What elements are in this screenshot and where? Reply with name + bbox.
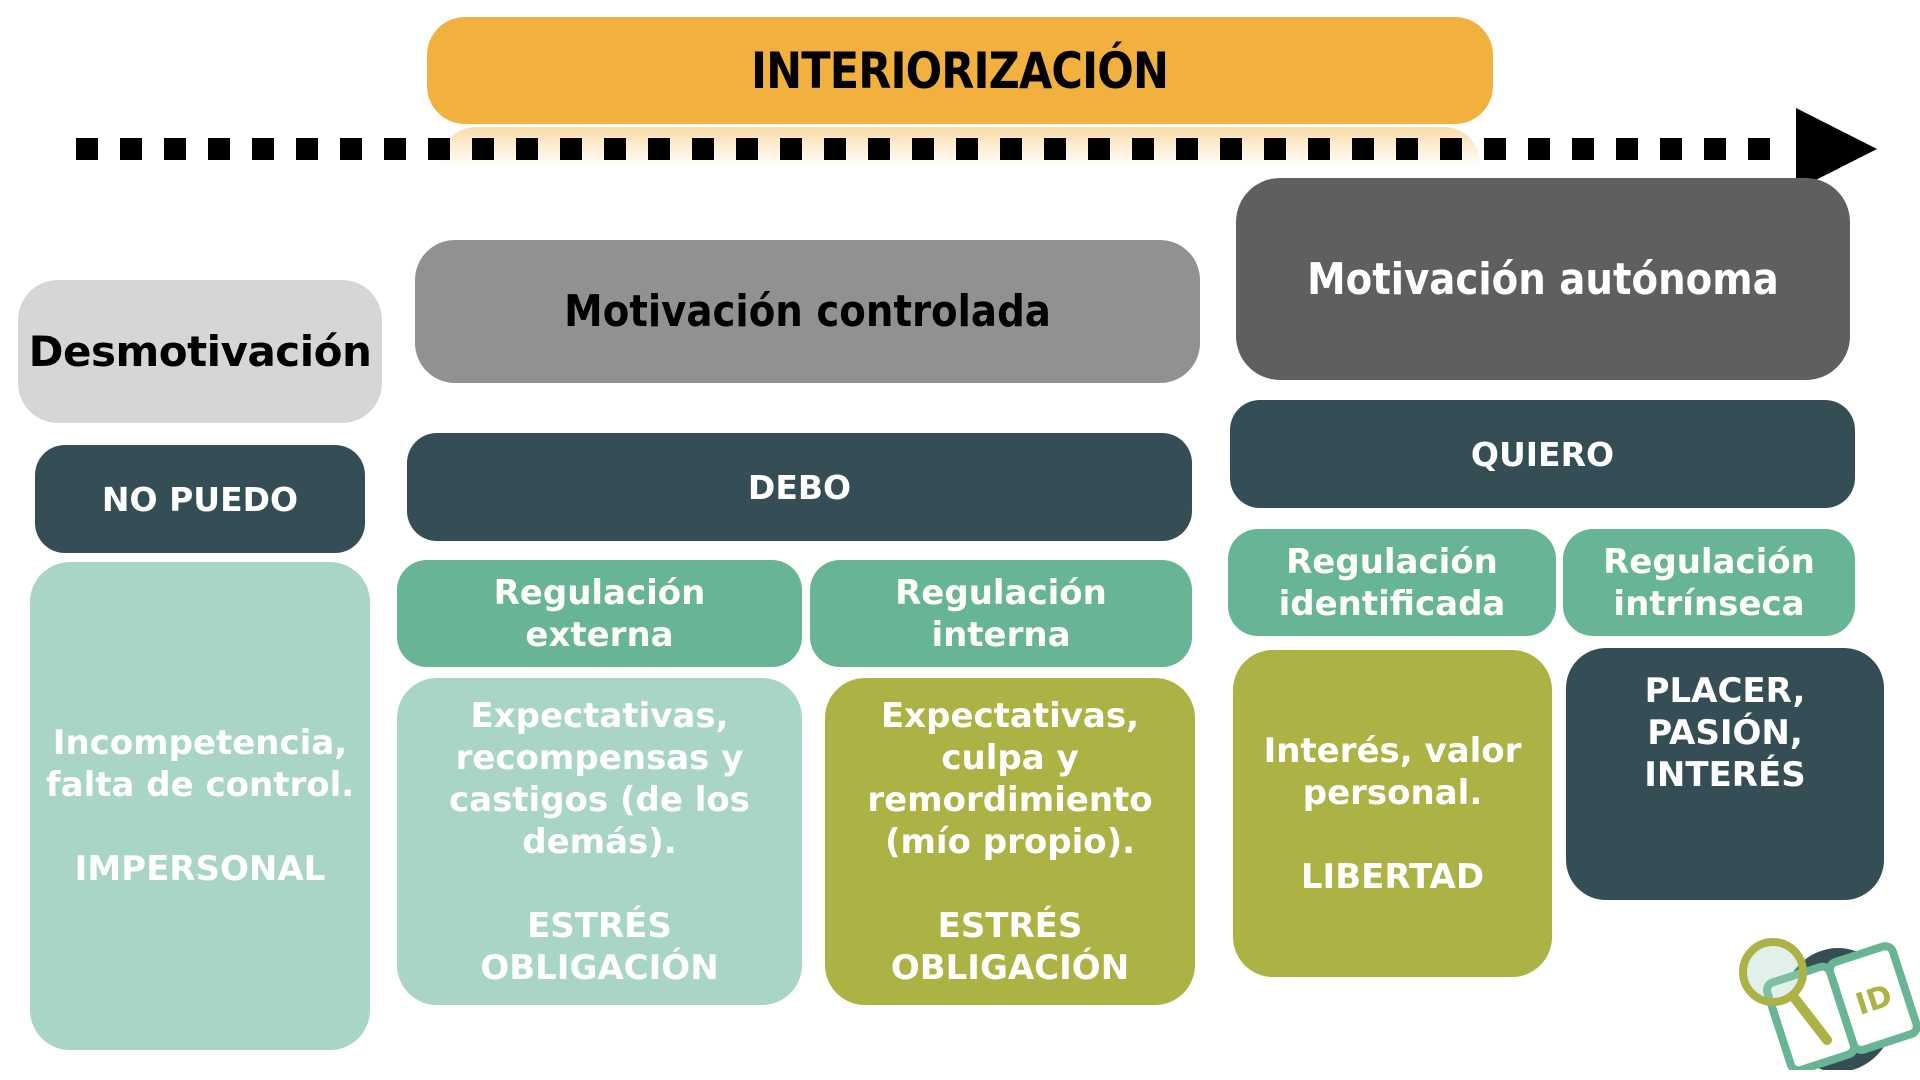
arrow-dot: [868, 138, 890, 160]
arrow-dot: [76, 138, 98, 160]
regulacion-intrinseca-label: Regulación intrínseca: [1603, 541, 1815, 624]
arrow-dot: [1572, 138, 1594, 160]
regulacion-interna-box: Regulación interna: [810, 560, 1192, 667]
arrow-dot: [1352, 138, 1374, 160]
interiorization-title-bar: INTERIORIZACIÓN: [427, 17, 1493, 124]
regulacion-interna-description-box: Expectativas, culpa y remordimiento (mío…: [825, 678, 1195, 1005]
arrow-dot: [1132, 138, 1154, 160]
arrow-right-icon: [1796, 108, 1877, 190]
regulacion-identificada-description-box: Interés, valor personal. LIBERTAD: [1233, 650, 1552, 977]
regulacion-externa-box: Regulación externa: [397, 560, 802, 667]
desmotivacion-description: Incompetencia, falta de control. IMPERSO…: [45, 723, 355, 889]
regulacion-intrinseca-description: PLACER, PASIÓN, INTERÉS: [1644, 671, 1806, 795]
arrow-dot: [604, 138, 626, 160]
dotted-arrow-line: [76, 138, 1796, 160]
arrow-dot: [1704, 138, 1726, 160]
arrow-dot: [252, 138, 274, 160]
regulacion-externa-description-box: Expectativas, recompensas y castigos (de…: [397, 678, 802, 1005]
arrow-dot: [1176, 138, 1198, 160]
arrow-dot: [1264, 138, 1286, 160]
arrow-dot: [1440, 138, 1462, 160]
arrow-dot: [1000, 138, 1022, 160]
arrow-dot: [1616, 138, 1638, 160]
regulacion-externa-description: Expectativas, recompensas y castigos (de…: [448, 695, 751, 988]
debo-label: DEBO: [747, 467, 852, 507]
quiero-label-box: QUIERO: [1230, 400, 1855, 508]
arrow-dot: [164, 138, 186, 160]
regulacion-intrinseca-box: Regulación intrínseca: [1563, 529, 1855, 636]
motivacion-autonoma-header: Motivación autónoma: [1236, 178, 1850, 380]
arrow-dot: [1308, 138, 1330, 160]
arrow-dot: [912, 138, 934, 160]
arrow-dot: [560, 138, 582, 160]
arrow-dot: [296, 138, 318, 160]
arrow-dot: [472, 138, 494, 160]
arrow-dot: [120, 138, 142, 160]
arrow-dot: [1044, 138, 1066, 160]
regulacion-intrinseca-description-box: PLACER, PASIÓN, INTERÉS: [1566, 648, 1884, 900]
regulacion-externa-label: Regulación externa: [493, 572, 706, 655]
arrow-dot: [1484, 138, 1506, 160]
arrow-dot: [956, 138, 978, 160]
arrow-dot: [1748, 138, 1770, 160]
debo-label-box: DEBO: [407, 433, 1192, 541]
regulacion-identificada-description: Interés, valor personal. LIBERTAD: [1263, 730, 1522, 897]
arrow-dot: [384, 138, 406, 160]
desmotivacion-description-box: Incompetencia, falta de control. IMPERSO…: [30, 562, 370, 1050]
motivacion-autonoma-title: Motivación autónoma: [1307, 253, 1779, 305]
arrow-dot: [1528, 138, 1550, 160]
arrow-dot: [208, 138, 230, 160]
arrow-dot: [692, 138, 714, 160]
book-magnifier-logo-icon: ID: [1735, 930, 1920, 1075]
arrow-dot: [1396, 138, 1418, 160]
no-puedo-label-box: NO PUEDO: [35, 445, 365, 553]
arrow-dot: [428, 138, 450, 160]
interiorization-title: INTERIORIZACIÓN: [751, 41, 1169, 100]
arrow-dot: [648, 138, 670, 160]
arrow-dot: [1088, 138, 1110, 160]
arrow-dot: [516, 138, 538, 160]
no-puedo-label: NO PUEDO: [101, 479, 299, 519]
quiero-label: QUIERO: [1470, 434, 1615, 474]
arrow-dot: [340, 138, 362, 160]
regulacion-identificada-box: Regulación identificada: [1228, 529, 1556, 636]
regulacion-interna-description: Expectativas, culpa y remordimiento (mío…: [867, 695, 1153, 988]
arrow-dot: [780, 138, 802, 160]
desmotivacion-header: Desmotivación: [18, 280, 382, 423]
motivacion-controlada-title: Motivación controlada: [564, 286, 1051, 337]
arrow-dot: [1660, 138, 1682, 160]
motivacion-controlada-header: Motivación controlada: [415, 240, 1200, 383]
arrow-dot: [736, 138, 758, 160]
regulacion-interna-label: Regulación interna: [895, 572, 1107, 655]
regulacion-identificada-label: Regulación identificada: [1278, 541, 1506, 624]
desmotivacion-title: Desmotivación: [28, 327, 372, 376]
arrow-dot: [824, 138, 846, 160]
arrow-dot: [1220, 138, 1242, 160]
